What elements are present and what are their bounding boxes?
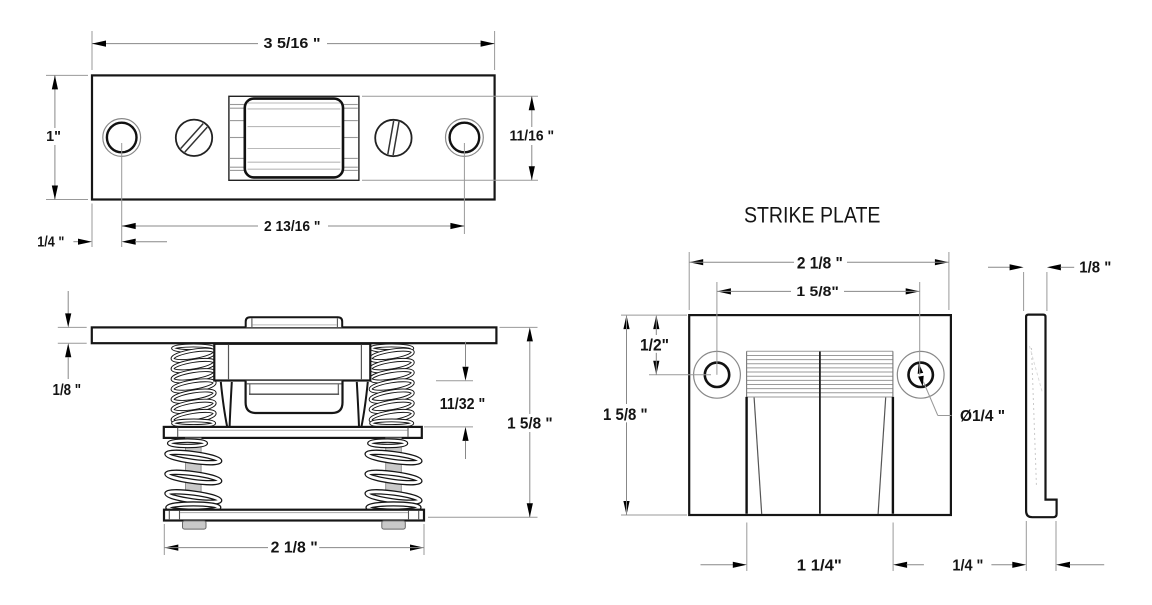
svg-text:3 5/16 ": 3 5/16 " [264,36,321,52]
svg-text:Ø1/4 ": Ø1/4 " [960,408,1005,425]
svg-text:1/4 ": 1/4 " [37,235,64,251]
svg-text:11/32 ": 11/32 " [440,396,486,413]
svg-text:2 13/16 ": 2 13/16 " [264,219,321,235]
svg-text:2 1/8 ": 2 1/8 " [271,540,318,557]
svg-text:1 5/8": 1 5/8" [796,283,839,299]
svg-text:1/8 ": 1/8 " [53,382,82,399]
svg-text:1 5/8 ": 1 5/8 " [603,406,648,424]
svg-text:1 1/4": 1 1/4" [797,557,842,574]
svg-text:STRIKE PLATE: STRIKE PLATE [744,203,881,228]
svg-text:1": 1" [46,129,61,145]
svg-text:2 1/8 ": 2 1/8 " [797,255,843,273]
svg-text:1/8 ": 1/8 " [1079,260,1111,277]
svg-text:1 5/8 ": 1 5/8 " [507,416,553,433]
svg-text:1/2": 1/2" [640,337,669,355]
svg-text:1/4 ": 1/4 " [952,557,983,574]
svg-text:11/16 ": 11/16 " [510,128,555,144]
